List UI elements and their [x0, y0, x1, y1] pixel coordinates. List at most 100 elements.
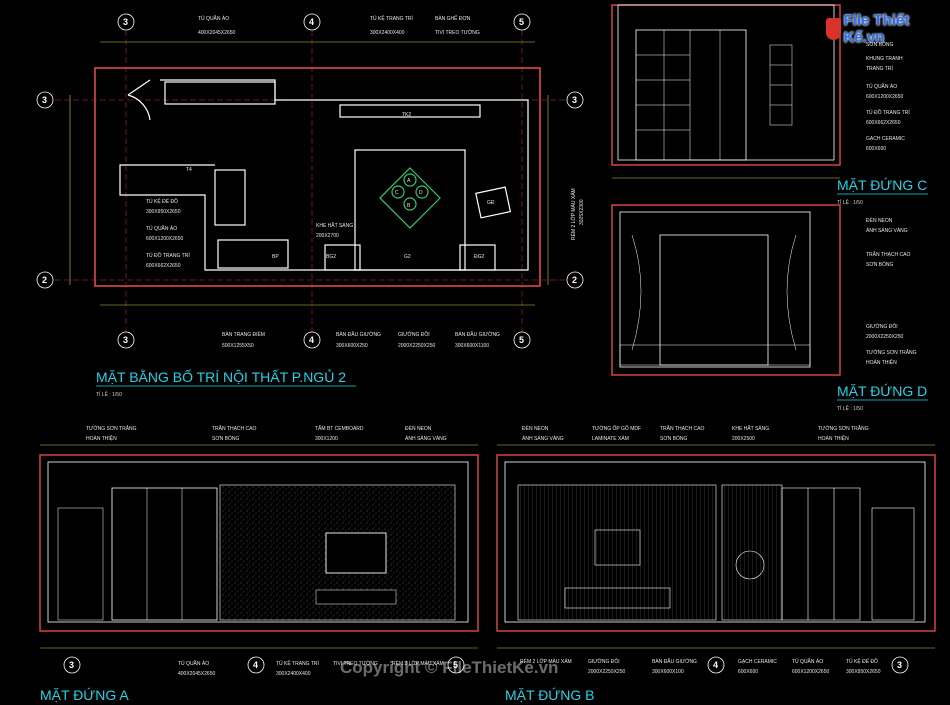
plan-label-center: KHE HẮT SÁNG [316, 221, 353, 229]
plan-label-top-3: BÀN GHẾ ĐƠN [435, 15, 471, 22]
eb-bot-4: GẠCH CERAMIC [738, 659, 777, 665]
eb-bot-5: TỦ QUẦN ÁO [792, 658, 823, 665]
plan-label-bot-4: BÀN ĐẦU GIƯỜNG [455, 331, 500, 338]
ea-axis-4: 4 [253, 660, 258, 670]
plan-label-left-3b: 600X662X2650 [146, 263, 181, 269]
plan-scale: TỈ LỆ : 1/50 [96, 390, 122, 398]
ea-top-1b: HOÀN THIỆN [86, 434, 117, 442]
eb-bot-2: GIƯỜNG ĐÔI [588, 658, 620, 665]
diamond-a: A [407, 178, 411, 184]
ed-label-2: TRẦN THẠCH CAO [866, 251, 910, 258]
axis-3-top: 3 [123, 17, 128, 27]
elev-a-title: MẶT ĐỨNG A [40, 687, 129, 703]
tag-tk2: TK2 [402, 112, 411, 118]
elev-d-scale: TỈ LỆ : 1/50 [837, 404, 863, 412]
ea-bot-2b: 300X2400X400 [276, 671, 311, 677]
diamond-c: C [395, 190, 399, 196]
eb-top-2: TƯỜNG ỐP GỖ MDF [592, 425, 641, 432]
plan-label-left-3: TỦ ĐỒ TRANG TRÍ [146, 252, 190, 259]
ea-top-4b: ÁNH SÁNG VÀNG [405, 435, 447, 442]
eb-bot-6: TỦ KỆ ĐỂ ĐỒ [846, 657, 878, 665]
tag-g2: G2 [404, 254, 411, 260]
ea-bot-1: TỦ QUẦN ÁO [178, 660, 209, 667]
elevation-b: 4 3 ĐÈN NEON ÁNH SÁNG VÀNG TƯỜNG ỐP GỖ M… [496, 424, 936, 703]
eb-bot-3: BÀN ĐẦU GIƯỜNG [652, 658, 697, 665]
elev-c-title: MẶT ĐỨNG C [837, 177, 927, 193]
tag-bp: BP [272, 254, 279, 260]
plan-label-right: RÈM 2 LỚP MÀU XÁM [570, 188, 577, 240]
eb-bot-2b: 2000X2250X250 [588, 669, 625, 675]
axis-5-bot: 5 [519, 335, 524, 345]
plan-title: MẶT BẰNG BỐ TRÍ NỘI THẤT P.NGỦ 2 [96, 368, 346, 385]
tag-bg2: BG2 [326, 254, 336, 260]
plan-label-bot-4b: 300X600X1100 [455, 343, 489, 349]
ed-label-4b: HOÀN THIỆN [866, 358, 897, 366]
axis-3-left: 3 [42, 95, 47, 105]
eb-top-1: ĐÈN NEON [522, 425, 549, 432]
ea-axis-3: 3 [69, 660, 74, 670]
ed-label-3: GIƯỜNG ĐÔI [866, 323, 898, 330]
logo-text: File Thiết Kế.vn [843, 12, 910, 46]
diamond-b: B [407, 203, 411, 209]
tag-dg2: ĐG2 [474, 254, 485, 260]
ec-label-3: TỦ QUẦN ÁO [866, 83, 897, 90]
ea-axis-5: 5 [453, 660, 458, 670]
site-logo[interactable]: File Thiết Kế.vn [826, 12, 944, 46]
elev-d-title: MẶT ĐỨNG D [837, 383, 927, 399]
axis-2-left: 2 [42, 275, 47, 285]
ea-top-3b: 300X1200 [315, 436, 338, 442]
eb-top-4b: 200X2500 [732, 436, 755, 442]
ec-label-3b: 600X1200X2650 [866, 94, 903, 100]
eb-bot-4b: 600X600 [738, 669, 758, 675]
eb-axis-4: 4 [713, 660, 718, 670]
ed-label-1b: ÁNH SÁNG VÀNG [866, 227, 908, 234]
ea-top-4: ĐÈN NEON [405, 425, 432, 432]
copyright-watermark: Copyright © FileThietKe.vn [340, 658, 559, 677]
ec-label-4: TỦ ĐỒ TRANG TRÍ [866, 109, 910, 116]
eb-top-3: TRẦN THẠCH CAO [660, 425, 704, 432]
ea-top-1: TƯỜNG SƠN TRẮNG [86, 424, 137, 432]
plan-label-top-1b: 400X2045X2650 [198, 30, 235, 36]
ea-top-3: TẤM BT CEMBOARD [315, 425, 364, 432]
axis-5-top: 5 [519, 17, 524, 27]
logo-mark-icon [826, 18, 841, 40]
eb-top-5: TƯỜNG SƠN TRẮNG [818, 424, 869, 432]
elevation-a: 3 4 5 TƯỜNG SƠN TRẮNG HOÀN THIỆN TRẦN TH… [39, 424, 479, 703]
ed-label-1: ĐÈN NEON [866, 217, 893, 224]
floor-plan: A C D B TK2 T4 GĐ G2 BG2 ĐG2 BP TỦ QUẦN … [36, 13, 585, 398]
eb-bot-6b: 300X950X2650 [846, 669, 881, 675]
plan-label-top-3b: TIVI TREO TƯỜNG [435, 29, 480, 36]
ec-label-2: KHUNG TRANH [866, 56, 903, 62]
plan-label-left-1: TỦ KỆ ĐỂ ĐỒ [146, 197, 178, 205]
axis-2-right: 2 [572, 275, 577, 285]
eb-bot-1: RÈM 2 LỚP MÀU XÁM [520, 658, 572, 665]
plan-label-left-2b: 600X1200X2650 [146, 236, 183, 242]
plan-label-bot-3: GIƯỜNG ĐÔI [398, 331, 430, 338]
plan-label-bot-2: BÀN ĐẦU GIƯỜNG [336, 331, 381, 338]
tag-t4: T4 [186, 167, 192, 173]
ed-label-2b: SƠN BÓNG [866, 261, 893, 268]
eb-bot-3b: 300X600X100 [652, 669, 684, 675]
elevation-d: ĐÈN NEON ÁNH SÁNG VÀNG TRẦN THẠCH CAO SƠ… [611, 204, 928, 412]
plan-label-top-2: TỦ KỆ TRANG TRÍ [370, 14, 413, 22]
axis-3-right: 3 [572, 95, 577, 105]
plan-label-bot-3b: 2000X2250X250 [398, 343, 435, 349]
eb-top-2b: LAMINATE XÁM [592, 435, 629, 442]
ea-bot-4: RÈM 2 LỚP MÀU XÁM [392, 660, 444, 667]
eb-axis-3: 3 [897, 660, 902, 670]
ea-top-2: TRẦN THẠCH CAO [212, 425, 256, 432]
plan-label-bot-2b: 300X600X250 [336, 343, 368, 349]
eb-top-5b: HOÀN THIỆN [818, 434, 849, 442]
ec-label-5b: 600X600 [866, 146, 886, 152]
plan-label-bot-1b: 500X1255X50 [222, 343, 254, 349]
elev-b-title: MẶT ĐỨNG B [505, 687, 594, 703]
plan-label-left-1b: 300X950X2650 [146, 209, 181, 215]
eb-bot-5b: 600X1200X2650 [792, 669, 829, 675]
ec-label-4b: 600X662X2650 [866, 120, 901, 126]
axis-3-bot: 3 [123, 335, 128, 345]
eb-top-1b: ÁNH SÁNG VÀNG [522, 435, 564, 442]
diamond-d: D [419, 190, 423, 196]
ec-label-2b: TRANG TRÍ [866, 65, 893, 72]
plan-label-center-b: 200X2700 [316, 233, 339, 239]
